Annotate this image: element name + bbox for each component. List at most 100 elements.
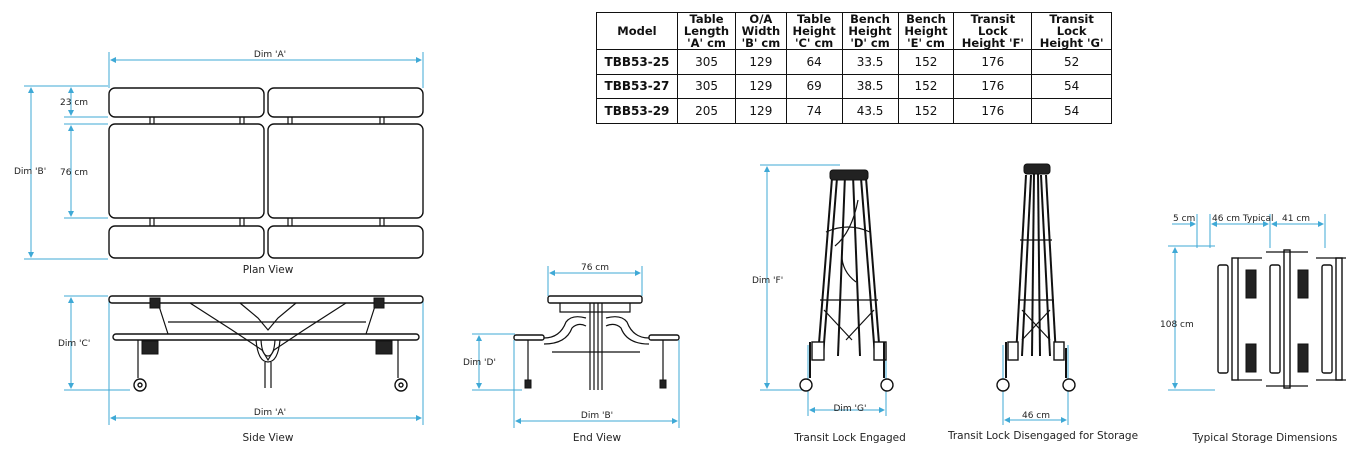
end-caster-right bbox=[659, 379, 667, 389]
spec-value-cell: 38.5 bbox=[841, 73, 899, 100]
spec-header-line: Length bbox=[683, 24, 730, 38]
spec-value-cell: 54 bbox=[1031, 98, 1112, 124]
side-table-top bbox=[108, 295, 424, 304]
plan-table-depth-label: 76 cm bbox=[60, 168, 88, 178]
storage-caption: Typical Storage Dimensions bbox=[1192, 432, 1338, 444]
storage-view: 5 cm 46 cm Typical 41 cm 108 cm bbox=[1160, 214, 1346, 444]
transit-engaged-view: Dim 'F' Dim 'G' Transit Lock Engaged bbox=[752, 164, 906, 444]
transit-engaged-caption: Transit Lock Engaged bbox=[793, 432, 906, 444]
spec-header-line: 'A' cm bbox=[687, 36, 726, 50]
storage-unit-2 bbox=[1266, 249, 1309, 389]
transit-disengaged-width-label: 46 cm bbox=[1022, 411, 1050, 421]
transit-engaged-bench-left bbox=[811, 341, 825, 361]
storage-unit-1 bbox=[1217, 257, 1262, 381]
plan-table-right bbox=[267, 123, 424, 219]
end-view: 76 cm Dim 'D' Dim 'B' End View bbox=[463, 263, 680, 444]
spec-header-line: Height bbox=[848, 24, 892, 38]
plan-bench-top-right bbox=[267, 87, 424, 118]
end-dim-d-label: Dim 'D' bbox=[463, 358, 496, 368]
storage-gap-label: 5 cm bbox=[1173, 214, 1195, 224]
side-caster-left-hub bbox=[137, 382, 143, 388]
plan-view-caption: Plan View bbox=[243, 264, 294, 276]
spec-value-cell: 152 bbox=[897, 98, 955, 124]
plan-dim-b-label: Dim 'B' bbox=[14, 167, 46, 177]
spec-header-line: Lock bbox=[1056, 24, 1087, 38]
side-dim-c-label: Dim 'C' bbox=[58, 339, 90, 349]
spec-header-line: O/A bbox=[749, 12, 773, 26]
storage-unit-3 bbox=[1316, 257, 1346, 381]
spec-header-line: Bench bbox=[906, 12, 946, 26]
spec-value-cell: 305 bbox=[676, 73, 737, 100]
spec-value-cell: 205 bbox=[676, 98, 737, 124]
end-view-caption: End View bbox=[573, 432, 622, 444]
storage-height-label: 108 cm bbox=[1160, 320, 1194, 330]
transit-disengaged-view: 46 cm Transit Lock Disengaged for Storag… bbox=[947, 163, 1138, 442]
side-view: Dim 'C' Dim 'A' Side Vi bbox=[58, 295, 424, 444]
side-hinge-left bbox=[149, 297, 161, 309]
transit-engaged-hinge bbox=[829, 169, 869, 181]
end-table-top bbox=[547, 295, 643, 304]
spec-value-cell: 129 bbox=[735, 49, 787, 75]
plan-bench-bottom-left bbox=[108, 225, 265, 259]
transit-dim-g-label: Dim 'G' bbox=[834, 404, 867, 414]
spec-header-line: Table bbox=[689, 12, 724, 26]
spec-header-0: Model bbox=[596, 12, 678, 50]
storage-typical-label: 46 cm Typical bbox=[1212, 214, 1274, 224]
spec-header-line: Transit bbox=[970, 12, 1016, 26]
spec-value-cell: 52 bbox=[1031, 49, 1112, 75]
transit-disengaged-bench-right bbox=[1053, 341, 1065, 361]
spec-header-line: 'E' cm bbox=[907, 36, 945, 50]
spec-header-line: Transit bbox=[1049, 12, 1094, 26]
spec-header-line: Height 'F' bbox=[961, 36, 1024, 50]
spec-header-line: Lock bbox=[978, 24, 1008, 38]
end-dim-b-label: Dim 'B' bbox=[581, 411, 613, 421]
end-bench-left bbox=[513, 334, 545, 341]
spec-header-line: Height bbox=[792, 24, 836, 38]
spec-header-line: Model bbox=[617, 24, 657, 38]
spec-header-line: 'B' cm bbox=[741, 36, 781, 50]
spec-value-cell: 129 bbox=[735, 98, 787, 124]
storage-spacing-label: 41 cm bbox=[1282, 214, 1310, 224]
side-hinge-right bbox=[373, 297, 385, 309]
plan-bench-bottom-right bbox=[267, 225, 424, 259]
plan-bench-depth-label: 23 cm bbox=[60, 98, 88, 108]
transit-disengaged-bench-left bbox=[1007, 341, 1019, 361]
transit-disengaged-caption: Transit Lock Disengaged for Storage bbox=[947, 430, 1138, 442]
transit-disengaged-hinge bbox=[1023, 163, 1051, 175]
plan-table-left bbox=[108, 123, 265, 219]
spec-header-line: Width bbox=[741, 24, 781, 38]
plan-bench-top-left bbox=[108, 87, 265, 118]
side-dim-a-label: Dim 'A' bbox=[254, 408, 286, 418]
spec-model-cell: TBB53-29 bbox=[596, 98, 678, 124]
side-bench-bracket-left bbox=[141, 340, 159, 355]
plan-view: Dim 'A' Dim 'B' 23 cm 76 cm bbox=[14, 50, 424, 276]
transit-engaged-caster-right bbox=[880, 378, 894, 392]
spec-value-cell: 176 bbox=[953, 98, 1033, 124]
spec-header-line: 'D' cm bbox=[850, 36, 890, 50]
side-view-caption: Side View bbox=[243, 432, 294, 444]
spec-value-cell: 43.5 bbox=[841, 98, 899, 124]
transit-disengaged-caster-left bbox=[996, 378, 1010, 392]
spec-header-line: Height 'G' bbox=[1039, 36, 1104, 50]
plan-dim-a-label: Dim 'A' bbox=[254, 50, 286, 60]
side-bench bbox=[112, 333, 420, 341]
spec-value-cell: 74 bbox=[785, 98, 843, 124]
side-bench-bracket-right bbox=[375, 340, 393, 355]
end-top-width-label: 76 cm bbox=[581, 263, 609, 273]
transit-disengaged-caster-right bbox=[1062, 378, 1076, 392]
side-caster-right-hub bbox=[398, 382, 404, 388]
spec-header-line: 'C' cm bbox=[794, 36, 834, 50]
